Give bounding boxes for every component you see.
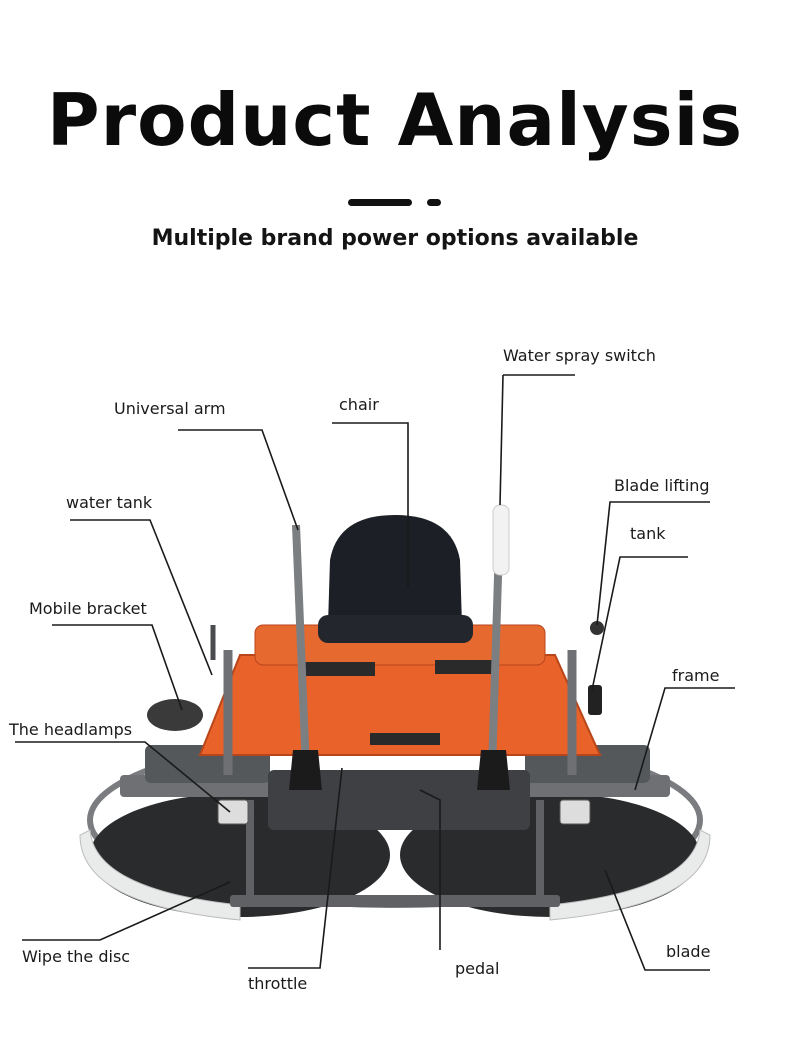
water-spray-handle [492,504,510,576]
title-divider-long [348,199,412,206]
label-wipe-disc: Wipe the disc [22,947,131,966]
page-title: Product Analysis [46,78,744,162]
blade-lifting-knob [590,621,604,635]
label-chair: chair [339,395,379,414]
label-blade: blade [666,942,711,961]
left-headlamp [217,799,249,825]
label-universal-arm: Universal arm [114,399,226,418]
label-throttle: throttle [248,974,308,993]
lower-frame-bar [230,895,560,907]
title-divider-short [427,199,441,206]
label-pedal: pedal [455,959,500,978]
right-headlamp [559,799,591,825]
pedal-plate [268,770,530,830]
seat-back [328,515,462,625]
label-blade-lifting: Blade lifting [614,476,710,495]
label-mobile-bracket: Mobile bracket [29,599,147,618]
mobile-bracket-wheel [147,699,203,731]
left-control-arm [292,524,310,771]
control-panel [305,662,375,676]
label-tank: tank [630,524,666,543]
label-water-spray-switch: Water spray switch [503,346,656,365]
left-disc-cover [79,829,241,921]
label-water-tank: water tank [66,493,153,512]
label-frame: frame [672,666,720,685]
right-disc-cover [549,829,711,921]
callout-lines [15,374,735,971]
seat-cushion [318,615,473,643]
page-subtitle: Multiple brand power options available [151,226,639,251]
label-headlamps: The headlamps [9,720,133,739]
